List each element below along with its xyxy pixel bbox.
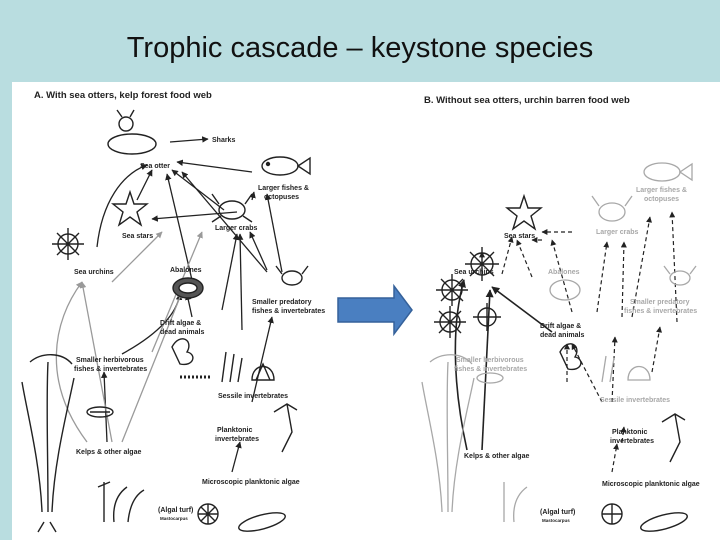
diatom-long-icon: [238, 512, 286, 532]
label-larger-fishes-2: octopuses: [264, 194, 299, 201]
sea-urchin-icon: [52, 228, 84, 260]
sea-urchin-2-icon: [465, 247, 499, 281]
label-sessile: Sessile invertebrates: [218, 393, 288, 400]
label-kelps: Kelps & other algae: [76, 449, 141, 456]
sea-otter-icon: [107, 109, 157, 155]
label-drift-algae-2: dead animals: [160, 329, 204, 336]
b-label-kelps: Kelps & other algae: [464, 453, 529, 460]
label-smaller-herbivorous-2: fishes & invertebrates: [74, 366, 147, 373]
diatom-icon: [197, 503, 219, 525]
fish-faded-icon: [643, 162, 693, 182]
b-label-planktonic-1: Planktonic: [612, 429, 648, 436]
label-microscopic: Microscopic planktonic algae: [202, 479, 300, 486]
b-label-algal-turf: (Algal turf): [540, 509, 575, 516]
b-label-drift-algae-2: dead animals: [540, 332, 584, 339]
kelp-faded-icon: [421, 354, 475, 513]
b-label-larger-fishes-1: Larger fishes &: [636, 187, 687, 194]
slide-title: Trophic cascade – keystone species: [126, 32, 594, 64]
small-crab-icon: [275, 265, 309, 286]
abalone-icon: [172, 277, 204, 299]
label-smaller-predatory-1: Smaller predatory: [252, 299, 312, 306]
label-planktonic-2: invertebrates: [215, 436, 259, 443]
label-larger-fishes-1: Larger fishes &: [258, 185, 309, 192]
label-sea-stars: Sea stars: [122, 233, 153, 240]
sessile-faded-icon: [601, 355, 651, 383]
panel-a-gray-arrows: [55, 231, 203, 443]
food-web-figure: A. With sea otters, kelp forest food web: [12, 82, 720, 540]
label-drift-algae-1: Drift algae &: [160, 320, 201, 327]
diatom-long-b-icon: [640, 512, 688, 532]
label-larger-crabs: Larger crabs: [215, 225, 258, 232]
b-label-sea-urchins: Sea urchins: [454, 269, 494, 276]
diatom-b-icon: [601, 503, 623, 525]
drift-algae-icon: [171, 338, 194, 366]
kelp-icon: [21, 354, 75, 533]
b-label-smaller-predatory-1: Smaller predatory: [630, 299, 690, 306]
b-label-sea-stars: Sea stars: [504, 233, 535, 240]
panel-b-heading: B. Without sea otters, urchin barren foo…: [424, 95, 630, 106]
b-label-drift-algae-1: Drift algae &: [540, 323, 581, 330]
panel-b-organisms: [434, 193, 688, 532]
sea-urchin-3-icon: [434, 306, 466, 338]
panel-b-solid-arrows: [454, 279, 553, 451]
label-sea-otter: Sea otter: [140, 163, 170, 170]
crab-icon: [211, 193, 253, 223]
crab-faded-icon: [591, 195, 633, 222]
small-crab-faded-icon: [663, 265, 697, 286]
sea-urchin-4-icon: [473, 303, 501, 331]
panel-a-heading: A. With sea otters, kelp forest food web: [34, 90, 212, 101]
algal-turf-icon: [97, 481, 145, 523]
b-label-planktonic-2: invertebrates: [610, 438, 654, 445]
panel-a: A. With sea otters, kelp forest food web: [21, 90, 325, 533]
label-planktonic-1: Planktonic: [217, 427, 253, 434]
panel-b-dashed-arrows: [479, 211, 678, 473]
b-label-smaller-herbivorous-2: fishes & invertebrates: [454, 366, 527, 373]
label-smaller-predatory-2: fishes & invertebrates: [252, 308, 325, 315]
food-web-svg: A. With sea otters, kelp forest food web: [21, 90, 700, 533]
b-label-larger-crabs: Larger crabs: [596, 229, 639, 236]
isopod-faded-icon: [476, 372, 504, 384]
label-algal-turf: (Algal turf): [158, 507, 193, 514]
drift-algae-b-icon: [559, 343, 582, 371]
b-label-smaller-predatory-2: fishes & invertebrates: [624, 308, 697, 315]
b-label-smaller-herbivorous-1: Smaller herbivorous: [456, 357, 524, 364]
sea-star-b-icon: [505, 193, 543, 231]
planktonic-b-icon: [661, 413, 686, 463]
sessile-invert-icon: [221, 351, 275, 383]
transition-arrow: [337, 283, 413, 337]
label-smaller-herbivorous-1: Smaller herbivorous: [76, 357, 144, 364]
fish-icon: [261, 156, 311, 176]
sea-urchin-1-icon: [436, 274, 468, 306]
b-label-microscopic: Microscopic planktonic algae: [602, 481, 700, 488]
sea-star-icon: [111, 189, 149, 227]
b-label-sessile: Sessile invertebrates: [600, 397, 670, 404]
label-algal-turf-sub: Mastocarpus: [160, 516, 188, 521]
label-sharks: Sharks: [212, 137, 235, 144]
label-abalones: Abalones: [170, 267, 202, 274]
abalone-faded-icon: [549, 279, 581, 301]
panel-b-faded-organisms: [421, 162, 697, 523]
algal-turf-faded-icon: [503, 482, 528, 523]
isopod-icon: [86, 406, 114, 418]
panel-a-organisms: [21, 109, 311, 533]
panel-b: B. Without sea otters, urchin barren foo…: [421, 95, 700, 532]
b-label-algal-turf-sub: Mastocarpus: [542, 518, 570, 523]
label-sea-urchins: Sea urchins: [74, 269, 114, 276]
planktonic-invert-icon: [273, 403, 298, 453]
b-label-larger-fishes-2: octopuses: [644, 196, 679, 203]
b-label-abalones: Abalones: [548, 269, 580, 276]
